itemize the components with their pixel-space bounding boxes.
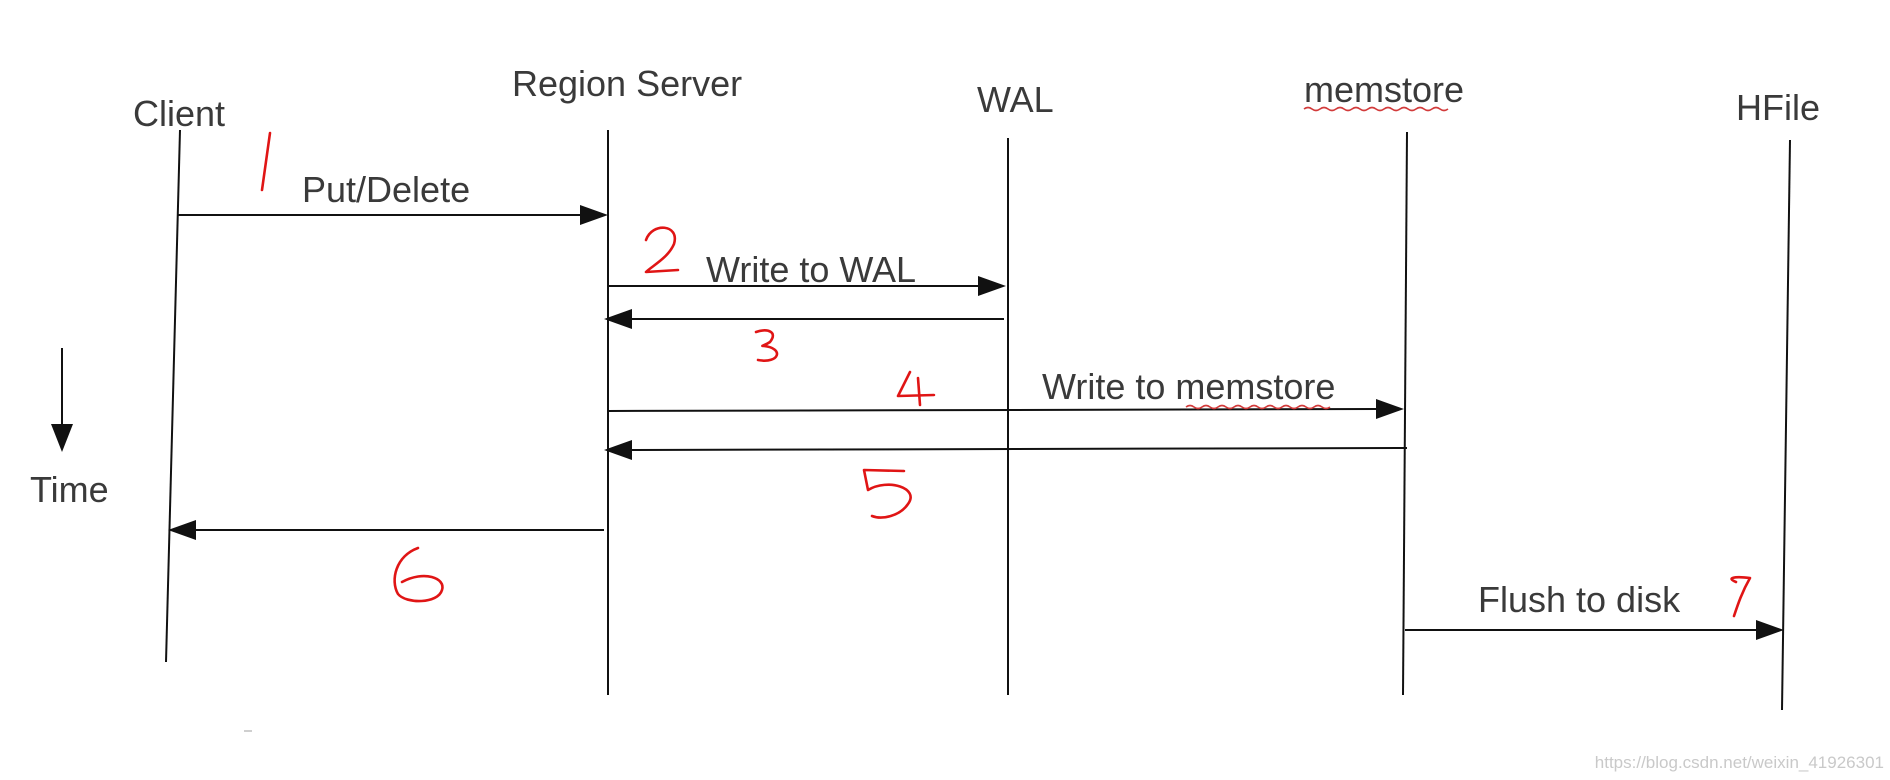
- arrowhead-write-to-wal: [978, 276, 1006, 296]
- step-number-7: [1730, 575, 1752, 618]
- step-number-5: [862, 468, 912, 519]
- step-number-1: [260, 131, 272, 192]
- watermark: https://blog.csdn.net/weixin_41926301: [1595, 753, 1884, 772]
- arrowhead-wal-ack: [604, 309, 632, 329]
- step-number-6: [393, 546, 444, 603]
- time-arrow-head: [51, 424, 73, 452]
- lifeline-memstore: [1402, 131, 1408, 696]
- message-put-delete: Put/Delete: [302, 169, 470, 210]
- time-label: Time: [30, 469, 109, 510]
- arrowhead-client-response: [168, 520, 196, 540]
- arrowhead-flush-to-disk: [1756, 620, 1784, 640]
- message-write-to-wal: Write to WAL: [706, 249, 916, 290]
- lifeline-client: [165, 129, 181, 663]
- participant-memstore: memstore: [1304, 69, 1464, 110]
- step-1-text: 1: [0, 0, 1, 1]
- participant-region-server: Region Server: [512, 63, 742, 104]
- arrow-write-to-memstore: [607, 408, 1379, 412]
- participant-hfile: HFile: [1736, 87, 1820, 128]
- spellcheck-underline-write-to-memstore: [1185, 404, 1331, 410]
- spellcheck-underline-memstore: [1303, 106, 1449, 112]
- step-number-4: [896, 370, 936, 407]
- message-write-to-memstore: Write to memstore: [1042, 366, 1335, 407]
- arrowhead-put-delete: [580, 205, 608, 225]
- participant-wal: WAL: [977, 79, 1054, 120]
- step-number-2: [644, 226, 680, 274]
- arrowhead-write-to-memstore: [1376, 399, 1404, 419]
- lifeline-hfile: [1781, 139, 1791, 711]
- arrow-memstore-ack: [631, 447, 1408, 451]
- arrowhead-memstore-ack: [604, 440, 632, 460]
- participant-client: Client: [133, 93, 225, 134]
- message-flush-to-disk: Flush to disk: [1478, 579, 1681, 620]
- step-number-3: [754, 329, 779, 362]
